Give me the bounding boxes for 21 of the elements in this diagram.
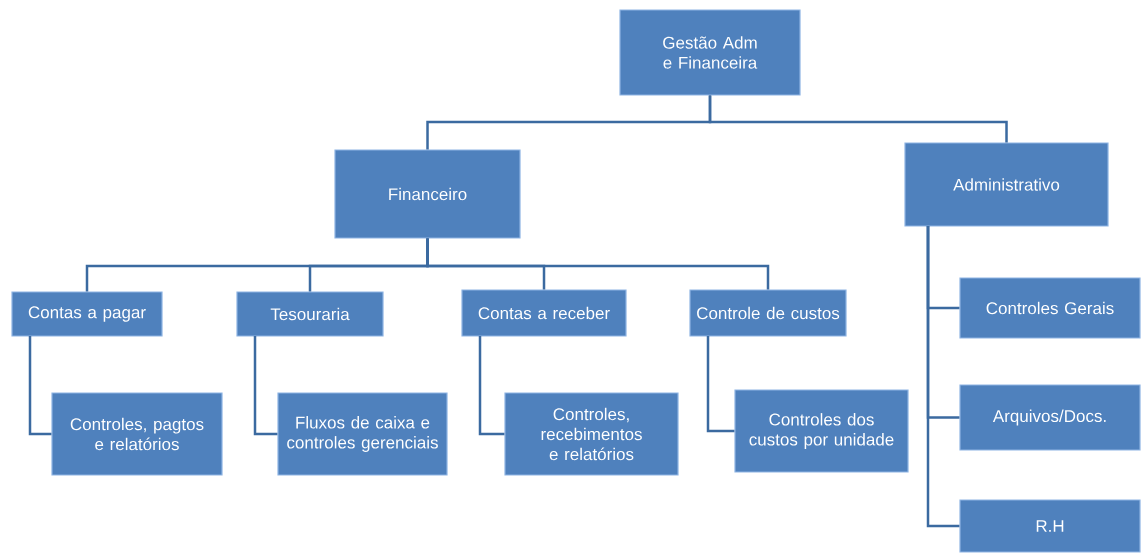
connector-line (253, 336, 278, 436)
org-box: Controle de custos (689, 289, 847, 337)
org-box: Contas a receber (461, 289, 627, 337)
org-box: Fluxos de caixa e controles gerenciais (277, 392, 448, 476)
org-box: Controles, pagtos e relatórios (51, 392, 223, 476)
org-box: R.H (959, 499, 1141, 553)
org-box: Financeiro (334, 149, 521, 239)
connector-line (706, 336, 735, 433)
org-box: Tesouraria (236, 291, 384, 337)
org-box: Gestão Adm e Financeira (619, 9, 801, 96)
org-box: Controles dos custos por unidade (734, 389, 909, 473)
org-box: Controles Gerais (959, 277, 1141, 339)
org-box: Contas a pagar (11, 291, 163, 337)
org-box: Arquivos/Docs. (959, 384, 1141, 451)
connector-line (708, 95, 1008, 143)
connector-line (426, 238, 770, 290)
org-box: Administrativo (904, 142, 1109, 227)
connector-line (478, 336, 505, 436)
connector-line (926, 226, 960, 528)
connector-line (28, 336, 52, 436)
org-box: Controles, recebimentos e relatórios (504, 392, 679, 476)
